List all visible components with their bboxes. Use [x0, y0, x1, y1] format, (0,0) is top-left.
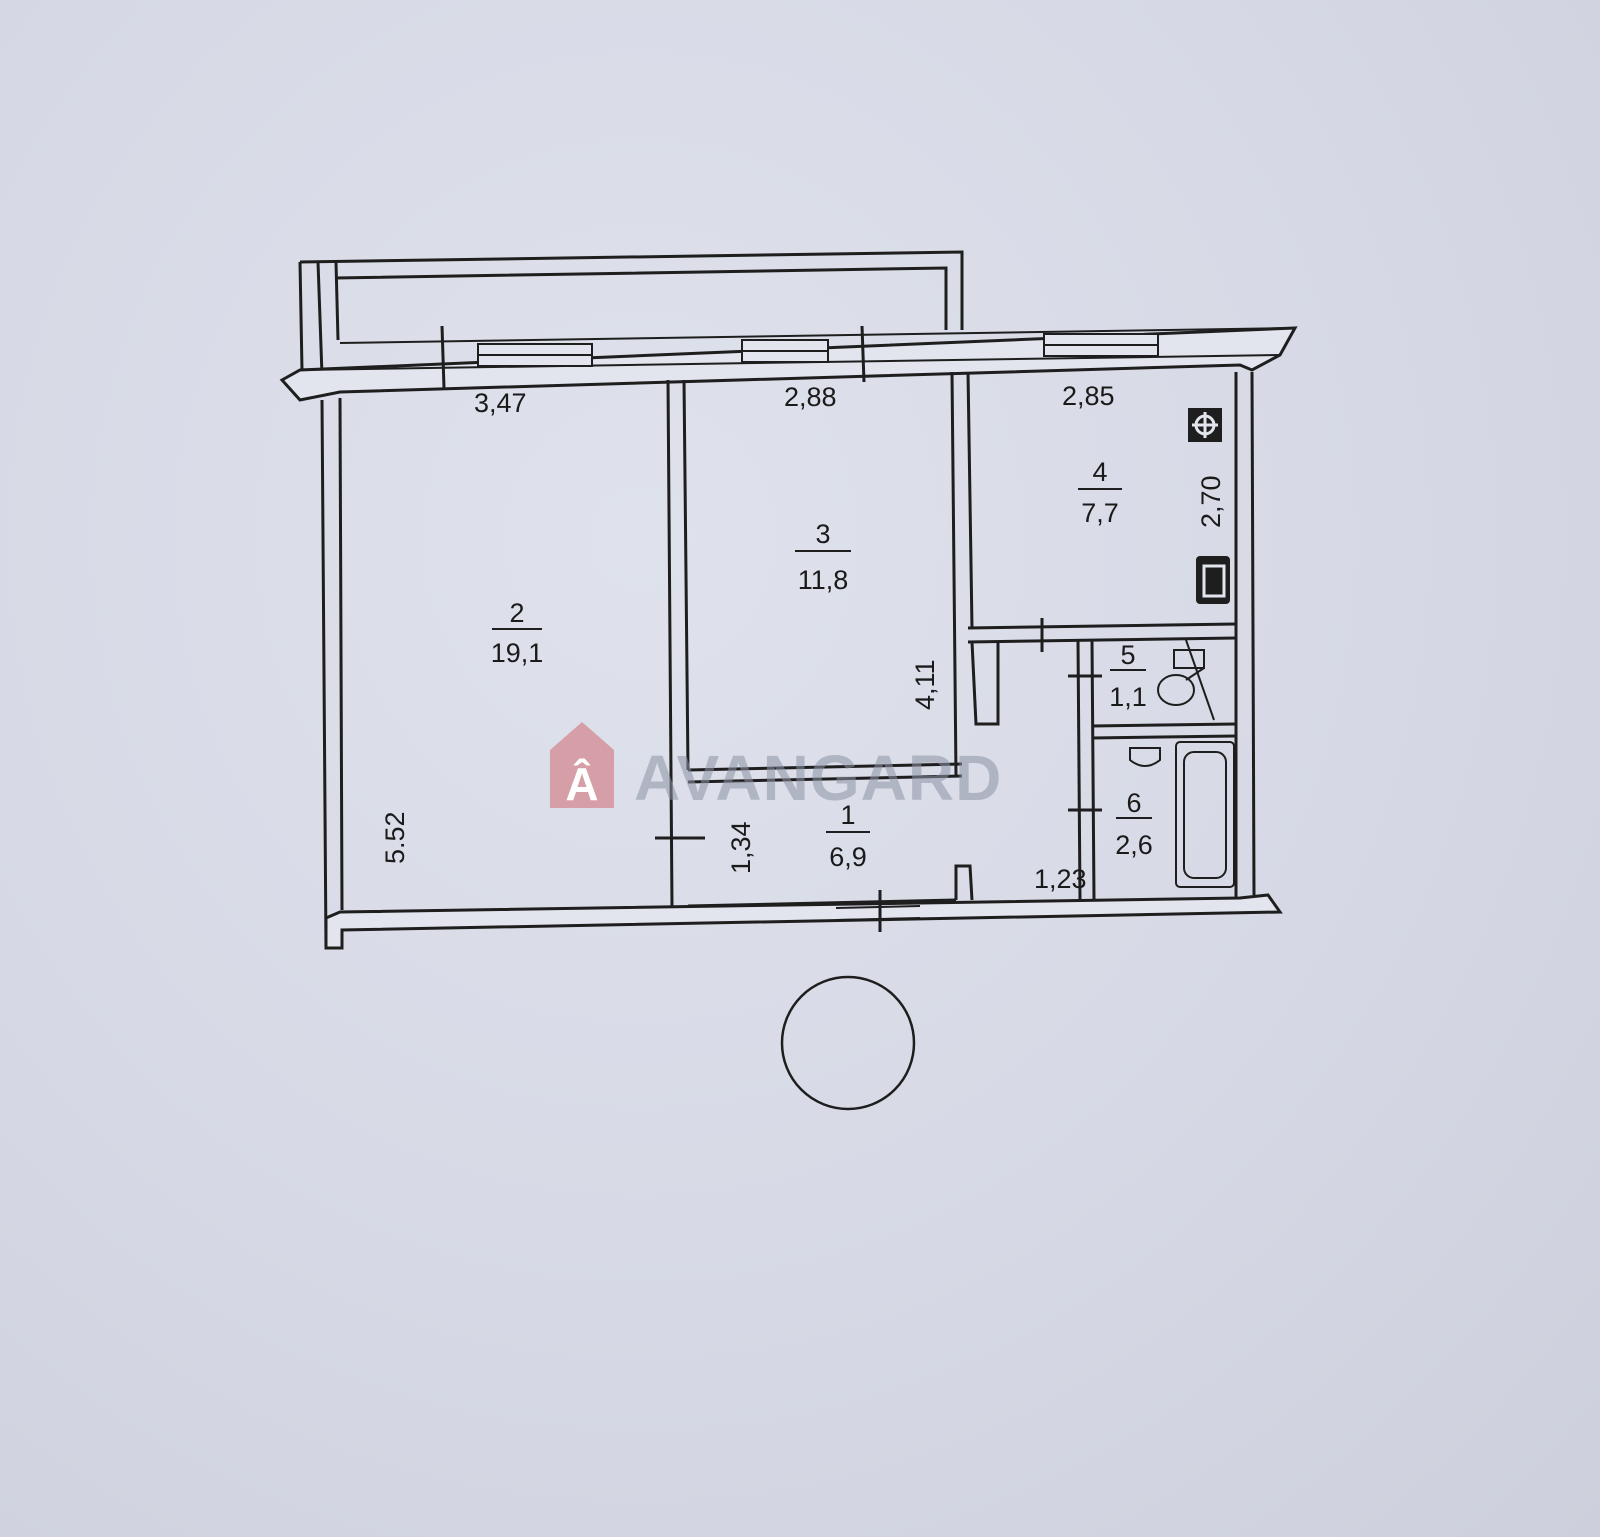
room-4-label: 4 7,7	[1078, 457, 1122, 528]
balcony	[298, 250, 964, 376]
dimension-bath-block-width: 1,23	[1034, 864, 1087, 894]
room-number: 2	[509, 598, 524, 628]
exterior-walls	[320, 371, 1283, 950]
watermark-logo-letter: Â	[565, 758, 598, 810]
washbasin-icon	[1129, 747, 1161, 767]
dimension-room4-width: 2,85	[1062, 381, 1115, 411]
bathtub-icon	[1175, 741, 1235, 888]
room-number: 1	[840, 800, 855, 830]
room-area: 1,1	[1109, 682, 1147, 712]
room-number: 3	[815, 519, 830, 549]
watermark-text: AVANGARD	[634, 742, 1002, 814]
stove-icon	[1188, 408, 1222, 442]
dimension-room3-depth: 4,11	[910, 659, 940, 710]
room-6-label: 6 2,6	[1115, 788, 1153, 860]
room-3-label: 3 11,8	[795, 519, 851, 595]
watermark-logo: Â	[550, 722, 614, 810]
dimension-corridor-depth: 1,34	[726, 821, 756, 874]
room-number: 6	[1126, 788, 1141, 818]
dimension-room4-depth: 2,70	[1196, 475, 1226, 528]
room-area: 7,7	[1081, 498, 1119, 528]
dimension-room2-width: 3,47	[474, 388, 527, 418]
windows	[440, 325, 1159, 389]
room-2-label: 2 19,1	[491, 598, 544, 668]
interior-walls	[666, 371, 1237, 908]
room-5-label: 5 1,1	[1109, 640, 1147, 712]
room-1-label: 1 6,9	[826, 800, 870, 872]
room-number: 4	[1092, 457, 1107, 487]
kitchen-sink-icon	[1196, 556, 1230, 604]
room-number: 5	[1120, 640, 1135, 670]
dimension-room2-depth: 5.52	[380, 811, 410, 864]
room-area: 11,8	[798, 565, 849, 595]
room-area: 19,1	[491, 638, 544, 668]
door-marks	[655, 618, 1102, 932]
stamp	[780, 975, 916, 1111]
toilet-icon	[1157, 639, 1215, 721]
room-area: 6,9	[829, 842, 867, 872]
room-area: 2,6	[1115, 830, 1153, 860]
dimension-room3-width: 2,88	[784, 382, 837, 412]
